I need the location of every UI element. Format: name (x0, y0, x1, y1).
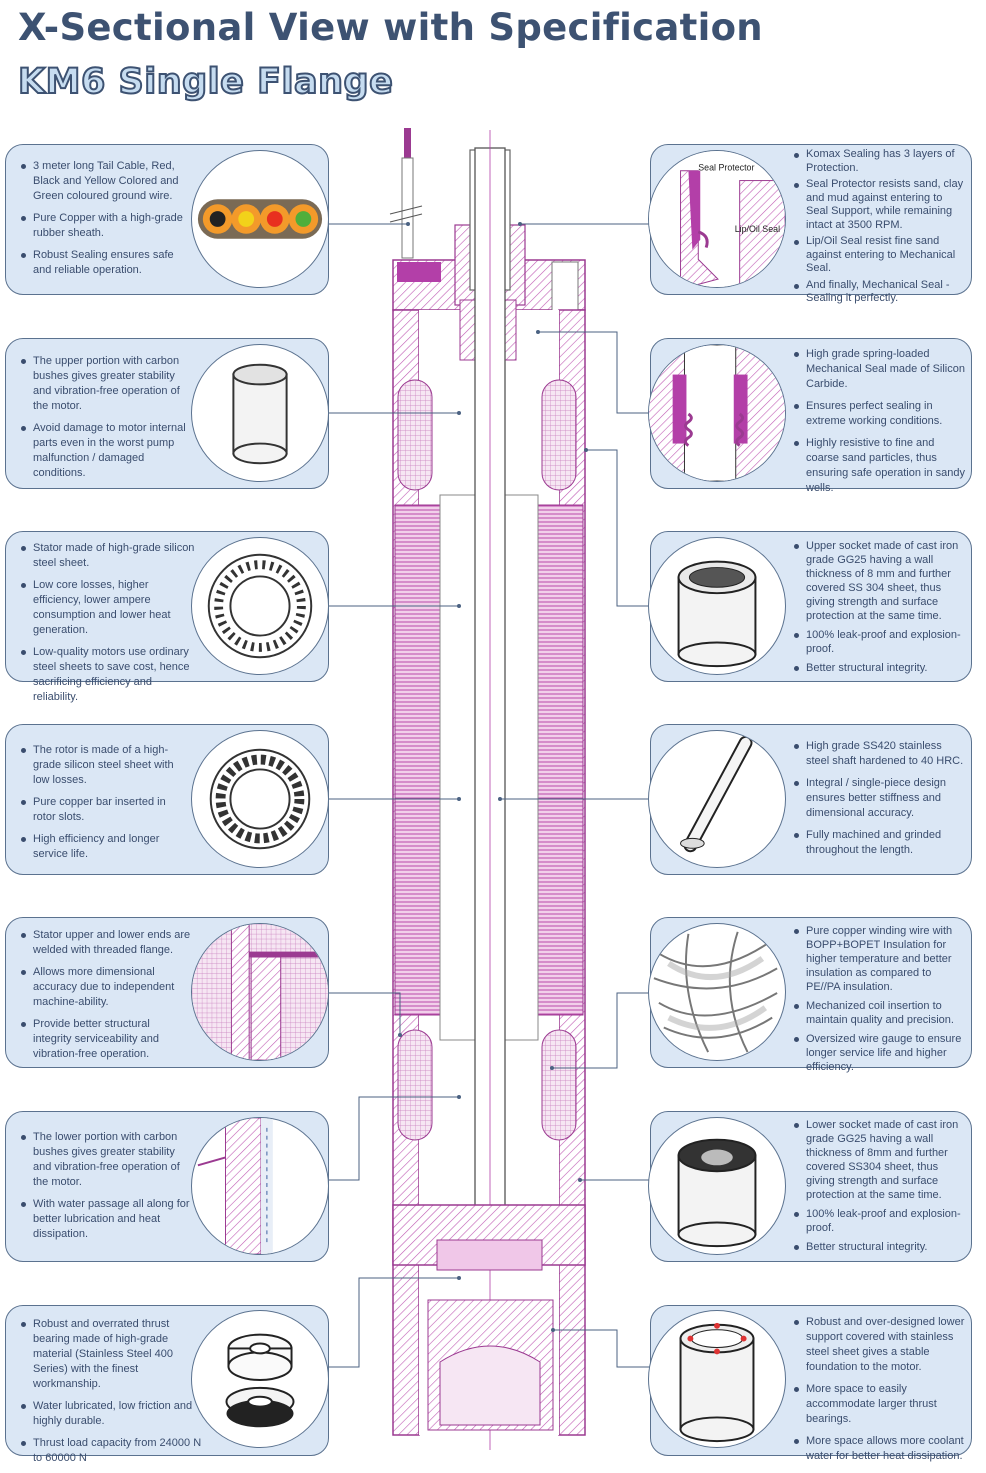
bullet-item: Provide better structural integrity serv… (19, 1017, 191, 1062)
water-passage-icon (191, 1117, 329, 1255)
upper-socket-icon (648, 537, 786, 675)
welded-flange-icon (191, 923, 329, 1061)
bullet-list: Stator made of high-grade silicon steel … (19, 541, 199, 712)
bullet-item: Pure copper bar inserted in rotor slots. (19, 795, 191, 825)
bullet-item: And finally, Mechanical Seal - Sealing i… (792, 279, 966, 306)
bullet-list: Komax Sealing has 3 layers of Protection… (792, 148, 966, 309)
bullet-item: The rotor is made of a high-grade silico… (19, 743, 191, 788)
thrust-bearing-icon (191, 1310, 329, 1448)
bullet-item: Better structural integrity. (792, 1240, 968, 1254)
bullet-item: More space to easily accommodate larger … (792, 1382, 968, 1427)
bullet-item: Avoid damage to motor internal parts eve… (19, 421, 191, 481)
motor-lower-housing (392, 1204, 586, 1431)
bullet-item: Thrust load capacity from 24000 N to 600… (19, 1436, 203, 1466)
tail-cable-icon (191, 150, 329, 288)
bullet-item: Robust Sealing ensures safe and reliable… (19, 248, 191, 278)
shaft-icon (648, 730, 786, 868)
lip-oil-seal-label: Lip/Oil Seal (735, 224, 780, 234)
lower-coil-end (397, 1029, 577, 1141)
motor-shaft (474, 130, 506, 1450)
bullet-item: Highly resistive to fine and coarse sand… (792, 436, 966, 496)
bullet-item: The upper portion with carbon bushes giv… (19, 354, 191, 414)
bullet-item: Integral / single-piece design ensures b… (792, 776, 968, 821)
bullet-list: Stator upper and lower ends are welded w… (19, 928, 191, 1069)
panel-seal-protector: Komax Sealing has 3 layers of Protection… (650, 144, 972, 304)
bullet-item: Low core losses, higher efficiency, lowe… (19, 578, 199, 638)
bullet-list: 3 meter long Tail Cable, Red, Black and … (19, 159, 191, 285)
bullet-item: Stator upper and lower ends are welded w… (19, 928, 191, 958)
bullet-item: Fully machined and grinded throughout th… (792, 828, 968, 858)
bullet-item: High grade spring-loaded Mechanical Seal… (792, 347, 966, 392)
mechanical-seal-icon (648, 344, 786, 482)
bullet-item: Better structural integrity. (792, 661, 968, 675)
bullet-item: Lip/Oil Seal resist fine sand against en… (792, 235, 966, 276)
bullet-list: Robust and overrated thrust bearing made… (19, 1317, 203, 1473)
bullet-list: High grade spring-loaded Mechanical Seal… (792, 347, 966, 503)
copper-winding-icon (648, 923, 786, 1061)
bullet-item: Oversized wire gauge to ensure longer se… (792, 1032, 968, 1074)
bullet-list: Pure copper winding wire with BOPP+BOPET… (792, 924, 968, 1079)
bullet-item: 100% leak-proof and explosion-proof. (792, 628, 968, 656)
bullet-item: Stator made of high-grade silicon steel … (19, 541, 199, 571)
bullet-item: Robust and over-designed lower support c… (792, 1315, 968, 1375)
page-subtitle: KM6 Single Flange (17, 61, 394, 103)
upper-coil-end (397, 299, 577, 491)
bullet-list: The rotor is made of a high-grade silico… (19, 743, 191, 869)
leader-dots (398, 222, 588, 1332)
seal-protector-label: Seal Protector (698, 163, 754, 173)
bullet-item: Pure Copper with a high-grade rubber she… (19, 211, 191, 241)
seal-protector-icon: Seal Protector Lip/Oil Seal (648, 150, 786, 288)
bullet-item: Komax Sealing has 3 layers of Protection… (792, 148, 966, 175)
bullet-item: Mechanized coil insertion to maintain qu… (792, 999, 968, 1027)
bullet-list: Lower socket made of cast iron grade GG2… (792, 1118, 968, 1259)
bullet-item: 3 meter long Tail Cable, Red, Black and … (19, 159, 191, 204)
leader-lines (329, 223, 650, 1368)
bullet-item: Upper socket made of cast iron grade GG2… (792, 539, 968, 623)
carbon-bush-icon (191, 344, 329, 482)
bullet-item: Water lubricated, low friction and highl… (19, 1399, 203, 1429)
bullet-item: Pure copper winding wire with BOPP+BOPET… (792, 924, 968, 994)
bullet-item: Ensures perfect sealing in extreme worki… (792, 399, 966, 429)
bullet-item: Robust and overrated thrust bearing made… (19, 1317, 203, 1392)
rotor-lamination-icon (191, 730, 329, 868)
bullet-item: The lower portion with carbon bushes giv… (19, 1130, 191, 1190)
bullet-item: Lower socket made of cast iron grade GG2… (792, 1118, 968, 1202)
bullet-list: The upper portion with carbon bushes giv… (19, 354, 191, 488)
lower-socket-icon (648, 1117, 786, 1255)
stator-lamination-icon (191, 537, 329, 675)
bullet-item: 100% leak-proof and explosion-proof. (792, 1207, 968, 1235)
page-title: X-Sectional View with Specification (18, 6, 763, 49)
lower-support-icon (648, 1310, 786, 1448)
bullet-item: Low-quality motors use ordinary steel sh… (19, 645, 199, 705)
bullet-item: Seal Protector resists sand, clay and mu… (792, 178, 966, 232)
bullet-list: Robust and over-designed lower support c… (792, 1315, 968, 1471)
bullet-item: Allows more dimensional accuracy due to … (19, 965, 191, 1010)
tail-cable (389, 128, 423, 259)
bullet-list: The lower portion with carbon bushes giv… (19, 1130, 191, 1249)
bullet-list: Upper socket made of cast iron grade GG2… (792, 539, 968, 680)
bullet-item: High grade SS420 stainless steel shaft h… (792, 739, 968, 769)
bullet-list: High grade SS420 stainless steel shaft h… (792, 739, 968, 865)
bullet-item: With water passage all along for better … (19, 1197, 191, 1242)
bullet-item: High efficiency and longer service life. (19, 832, 191, 862)
bullet-item: More space allows more coolant water for… (792, 1434, 968, 1464)
